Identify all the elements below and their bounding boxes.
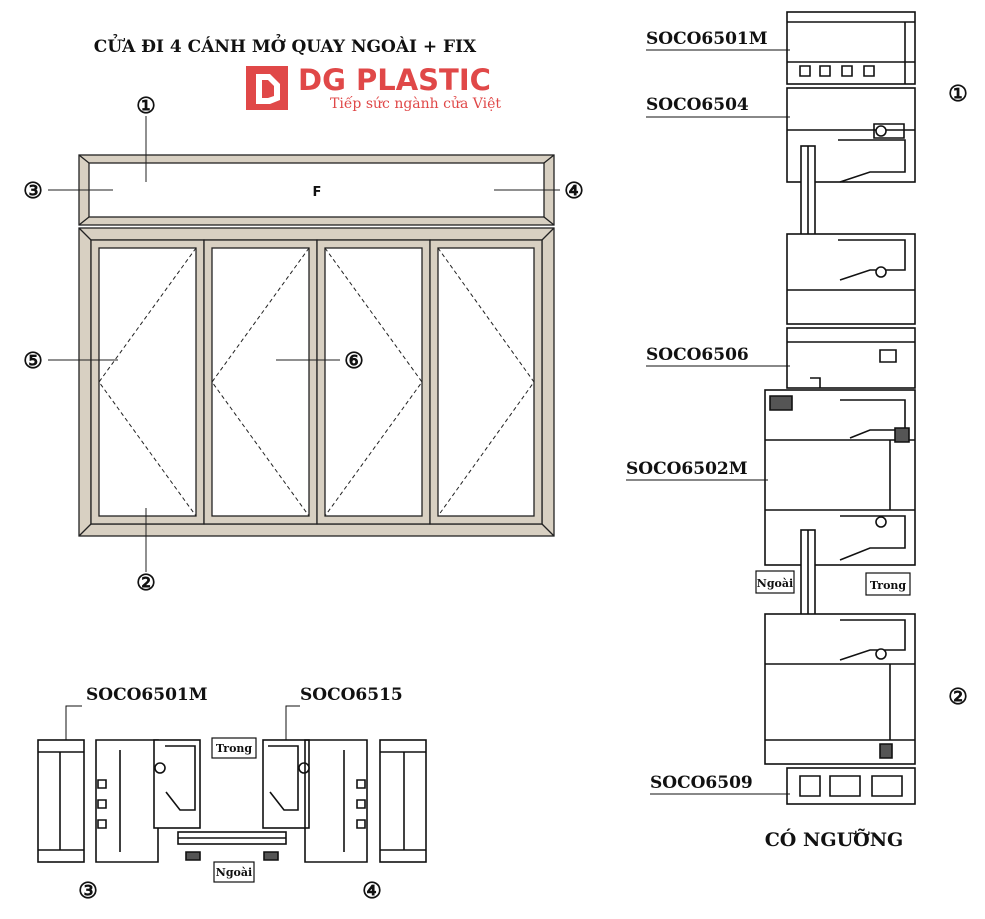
label-soco6504: SOCO6504 <box>646 95 749 115</box>
profile-soco6506 <box>786 327 916 389</box>
horizontal-inside-label: Trong <box>216 742 253 755</box>
vertical-inside-label: Trong <box>870 579 907 592</box>
horizontal-section-labels: SOCO6501M SOCO6515 <box>86 685 403 705</box>
opening-direction-lines <box>98 247 535 517</box>
profile-soco6501m-jamb <box>37 739 159 863</box>
logo-brand: DG PLASTIC <box>298 63 491 97</box>
sash-1 <box>90 239 205 525</box>
label-soco6515: SOCO6515 <box>300 685 403 705</box>
marker-5: ⑤ <box>23 348 43 374</box>
profile-soco6501m-jamb-right <box>304 739 427 863</box>
dg-plastic-logo: DG PLASTIC Tiếp sức ngành cửa Việt <box>246 63 501 112</box>
label-soco6502m: SOCO6502M <box>626 459 748 479</box>
horizontal-section-markers: ③ ④ <box>78 878 382 904</box>
transom-glass <box>88 162 545 218</box>
marker-6: ⑥ <box>344 348 364 374</box>
elevation-leaders <box>48 116 560 572</box>
sash-4-glass <box>437 247 535 517</box>
sash-3 <box>316 239 431 525</box>
profile-soco6515-right <box>262 739 310 829</box>
sash-2-glass <box>211 247 310 517</box>
vertical-side-labels: Ngoài Trong <box>755 570 911 596</box>
profile-soco6502m <box>764 389 916 566</box>
marker-3: ③ <box>23 178 43 204</box>
profile-soco6501m-top <box>786 11 916 85</box>
marker-1: ① <box>136 93 156 119</box>
section-marker-4: ④ <box>362 878 382 904</box>
vertical-section-markers: ① ② <box>948 81 968 710</box>
sash-1-glass <box>98 247 197 517</box>
drawing-title: CỬA ĐI 4 CÁNH MỞ QUAY NGOÀI + FIX <box>94 34 477 57</box>
label-soco6501m-vertical: SOCO6501M <box>646 29 768 49</box>
fixed-panel-label: F <box>313 185 322 200</box>
section-marker-1: ① <box>948 81 968 107</box>
label-soco6506: SOCO6506 <box>646 345 749 365</box>
horizontal-outside-label: Ngoài <box>216 866 252 879</box>
vertical-section <box>764 11 916 805</box>
horizontal-side-labels: Trong Ngoài <box>211 737 257 883</box>
marker-2: ② <box>136 570 156 596</box>
threshold-caption: CÓ NGƯỠNG <box>765 828 904 851</box>
profile-transom-bottom <box>786 233 916 325</box>
logo-mark-icon <box>246 66 288 110</box>
vertical-section-leaders <box>626 49 790 795</box>
label-soco6509: SOCO6509 <box>650 773 753 793</box>
sash-3-glass <box>324 247 423 517</box>
label-soco6501m-horizontal: SOCO6501M <box>86 685 208 705</box>
vertical-outside-label: Ngoài <box>757 577 793 590</box>
logo-tagline: Tiếp sức ngành cửa Việt <box>330 95 501 112</box>
sash-2 <box>203 239 318 525</box>
profile-bottom-sash <box>764 613 916 765</box>
sash-4 <box>429 239 543 525</box>
horizontal-section <box>37 739 427 863</box>
vertical-section-labels: SOCO6501M SOCO6504 SOCO6506 SOCO6502M SO… <box>626 29 768 793</box>
section-marker-2: ② <box>948 684 968 710</box>
horizontal-section-leaders <box>65 705 300 740</box>
profile-soco6515-left <box>153 739 201 829</box>
section-marker-3: ③ <box>78 878 98 904</box>
elevation-markers: ① ③ ④ ⑤ ⑥ ② <box>23 93 584 596</box>
door-elevation <box>78 154 555 537</box>
marker-4: ④ <box>564 178 584 204</box>
profile-soco6509 <box>786 767 916 805</box>
